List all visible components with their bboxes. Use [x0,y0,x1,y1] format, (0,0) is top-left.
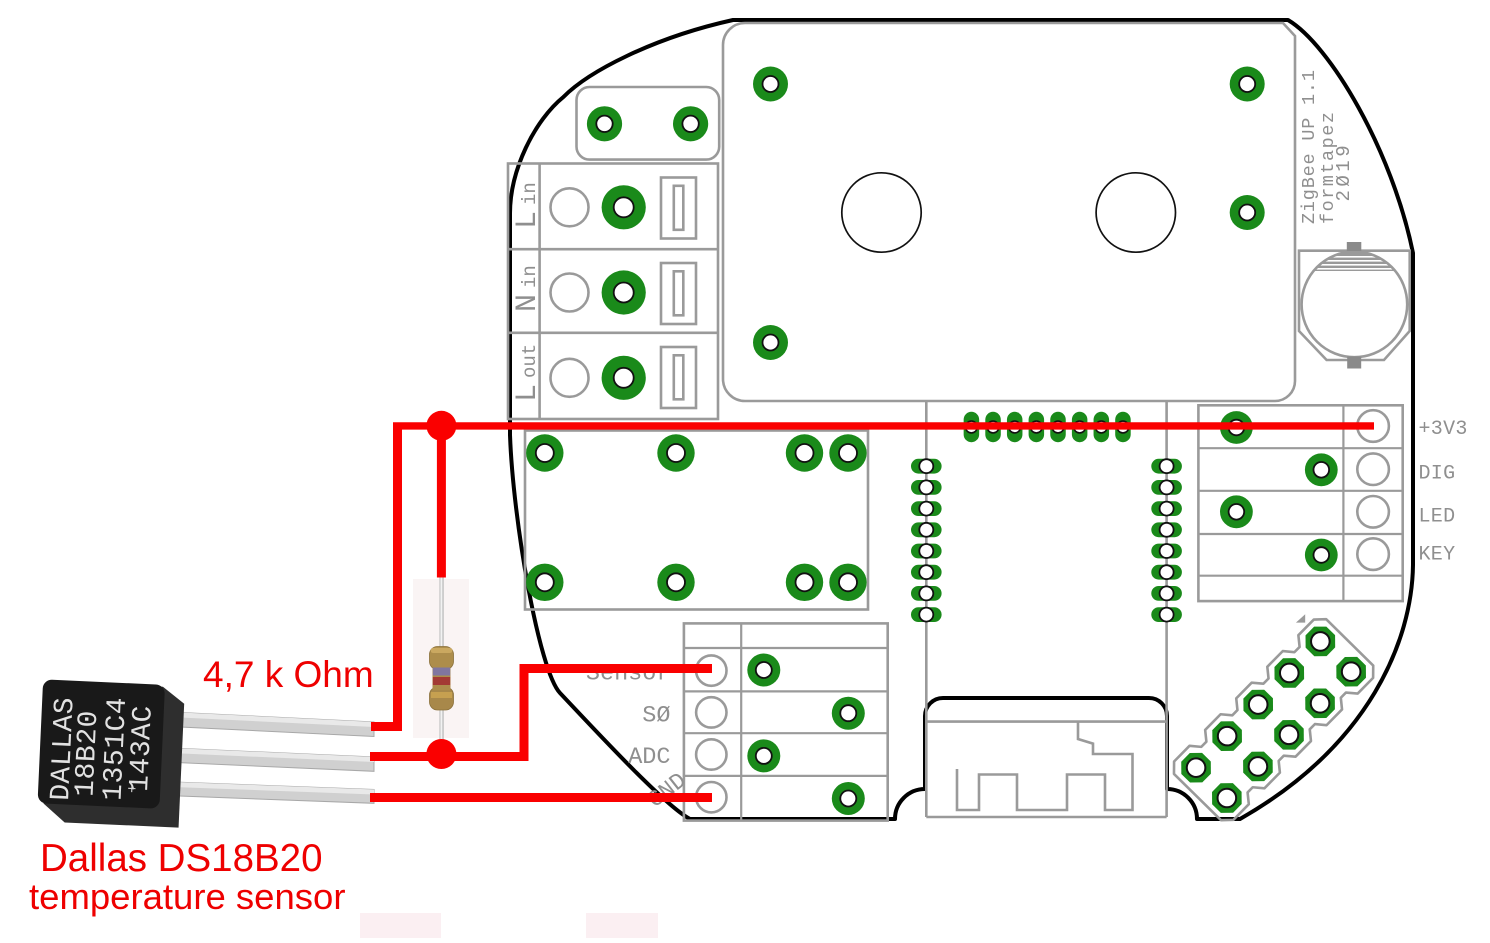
svg-text:+3V3: +3V3 [1419,418,1468,441]
svg-text:Lin: Lin [511,182,545,229]
svg-text:SØ: SØ [642,703,670,730]
svg-text:LED: LED [1419,506,1456,529]
svg-text:+: + [127,781,137,798]
svg-text:1351C4: 1351C4 [99,696,135,801]
svg-text:2Ø19: 2Ø19 [1333,142,1355,202]
svg-text:KEY: KEY [1419,544,1456,567]
svg-text:Dallas DS18B20: Dallas DS18B20 [40,837,323,880]
svg-text:ADC: ADC [628,744,670,771]
svg-text:DALLAS: DALLAS [46,696,82,801]
svg-text:Nin: Nin [511,265,545,312]
svg-text:formtapez: formtapez [1318,111,1339,224]
svg-text:18B20: 18B20 [71,710,106,798]
svg-text:temperature sensor: temperature sensor [29,876,346,917]
svg-text:DIG: DIG [1419,463,1456,486]
svg-text:4,7 k Ohm: 4,7 k Ohm [203,654,374,695]
svg-text:ZigBee UP 1.1: ZigBee UP 1.1 [1299,69,1320,224]
svg-text:143AC: 143AC [125,705,160,793]
svg-text:Lout: Lout [511,344,545,402]
